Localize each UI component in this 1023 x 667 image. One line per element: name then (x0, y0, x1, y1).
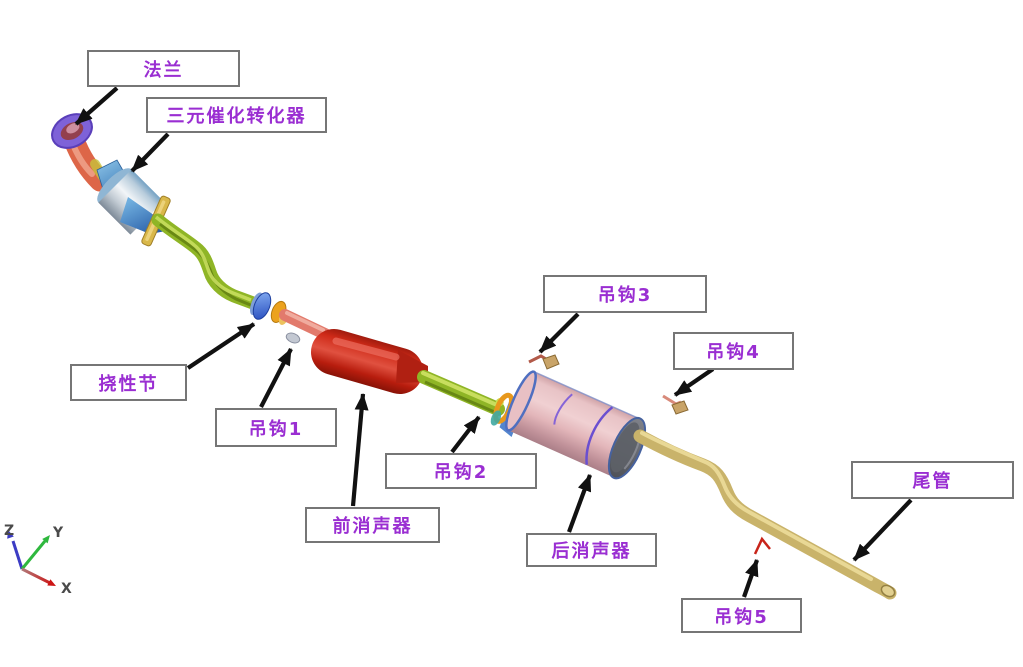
arrow-front-muffler (350, 393, 369, 507)
annotation-arrows (74, 86, 913, 598)
flexible-joint-part (249, 292, 272, 320)
y-axis-arrowhead (42, 535, 50, 544)
label-hook-5-text: 吊钩5 (714, 606, 769, 628)
z-axis-label: Z (4, 523, 14, 539)
rear-muffler-inlet-pipe (417, 370, 505, 416)
arrow-flexible-joint (186, 322, 256, 370)
x-axis-label: X (61, 581, 72, 597)
arrow-tail-pipe (852, 498, 913, 562)
hook-5-part (753, 536, 771, 555)
label-hook-3: 吊钩3 (543, 275, 707, 313)
label-front-muffler-text: 前消声器 (332, 516, 413, 537)
label-hook-2: 吊钩2 (385, 453, 537, 489)
tail-pipe-part (633, 429, 897, 600)
arrow-flange (74, 86, 119, 126)
y-axis (20, 540, 47, 570)
label-rear-muffler-text: 后消声器 (551, 541, 632, 562)
y-axis-label: Y (52, 525, 64, 541)
label-catalytic-converter-text: 三元催化转化器 (166, 106, 307, 127)
label-flexible-joint-text: 挠性节 (98, 373, 159, 395)
intermediate-pipe-part (151, 213, 260, 310)
hook-1-part (285, 332, 301, 344)
label-hook-1: 吊钩1 (215, 408, 337, 447)
arrow-hook-1 (259, 348, 293, 408)
label-front-muffler: 前消声器 (305, 507, 440, 543)
label-hook-4: 吊钩4 (673, 332, 794, 370)
label-hook-3-text: 吊钩3 (597, 285, 653, 306)
label-flange-text: 法兰 (143, 59, 184, 81)
arrow-hook-4 (673, 367, 715, 397)
front-muffler-inlet-pipe (279, 309, 331, 340)
hook-3-part (528, 354, 560, 370)
label-catalytic-converter: 三元催化转化器 (146, 97, 327, 133)
arrow-hook-5 (742, 559, 759, 598)
x-axis-arrowhead (47, 579, 56, 586)
exhaust-model (51, 113, 897, 600)
arrow-hook-2 (450, 415, 481, 454)
label-hook-5: 吊钩5 (681, 598, 802, 633)
front-muffler-part (311, 329, 428, 394)
label-flange: 法兰 (87, 50, 240, 87)
arrow-rear-muffler (567, 474, 592, 533)
axis-triad: Z Y X (4, 523, 72, 597)
arrow-catalytic-converter (130, 132, 170, 173)
x-axis (21, 567, 51, 585)
z-axis-arrowhead (7, 530, 14, 539)
label-tail-pipe-text: 尾管 (912, 471, 953, 492)
flange-part (51, 113, 93, 149)
arrow-hook-3 (538, 312, 580, 354)
label-tail-pipe: 尾管 (851, 461, 1014, 499)
label-rear-muffler: 后消声器 (526, 533, 657, 567)
label-hook-1-text: 吊钩1 (248, 418, 304, 440)
hook-4-part (662, 394, 689, 415)
label-hook-2-text: 吊钩2 (433, 462, 489, 483)
label-hook-4-text: 吊钩4 (706, 342, 761, 363)
z-axis (11, 540, 24, 570)
label-flexible-joint: 挠性节 (70, 364, 187, 401)
